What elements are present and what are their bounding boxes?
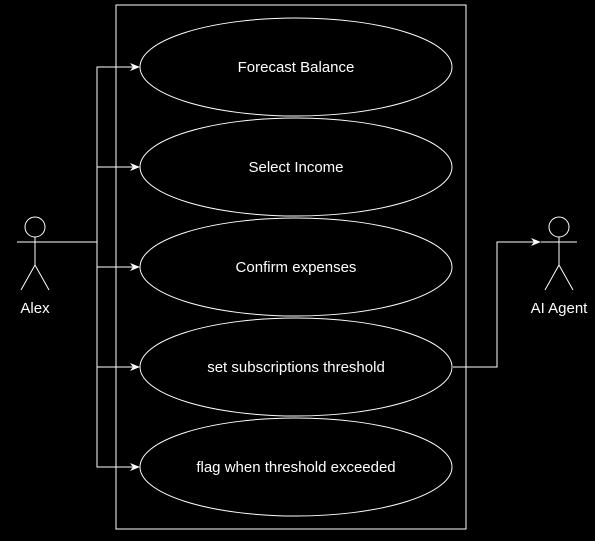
connector-threshold-ai-agent [453, 238, 541, 368]
use-case-label: Forecast Balance [238, 59, 355, 76]
use-case-flag-threshold-exceeded[interactable]: flag when threshold exceeded [139, 417, 453, 517]
stick-figure-icon [17, 216, 53, 291]
connector-alex-confirm-expenses [53, 241, 140, 271]
stick-figure-icon [541, 216, 577, 291]
connector-alex-flag-threshold-exceeded [53, 241, 140, 471]
use-case-ellipse [139, 117, 453, 217]
actor-ai-agent[interactable]: AI Agent [531, 216, 589, 317]
alex-connectors [53, 63, 140, 471]
connector-alex-forecast-balance [53, 63, 140, 243]
use-case-confirm-expenses[interactable]: Confirm expenses [139, 217, 453, 317]
actor-label: AI Agent [531, 300, 589, 317]
use-case-ellipse [139, 17, 453, 117]
use-case-label: flag when threshold exceeded [196, 459, 395, 476]
use-case-ellipse [139, 217, 453, 317]
connector-alex-set-subscriptions-threshold [53, 241, 140, 371]
connector-alex-select-income [53, 163, 140, 243]
use-case-forecast-balance[interactable]: Forecast Balance [139, 17, 453, 117]
use-case-label: Confirm expenses [236, 259, 357, 276]
use-case-label: Select Income [248, 159, 343, 176]
use-case-label: set subscriptions threshold [207, 359, 385, 376]
use-case-select-income[interactable]: Select Income [139, 117, 453, 217]
use-case-set-subscriptions-threshold[interactable]: set subscriptions threshold [139, 317, 453, 417]
actor-alex[interactable]: Alex [17, 216, 53, 317]
actor-label: Alex [20, 300, 50, 317]
use-case-ellipse [139, 317, 453, 417]
use-case-ellipse [139, 417, 453, 517]
